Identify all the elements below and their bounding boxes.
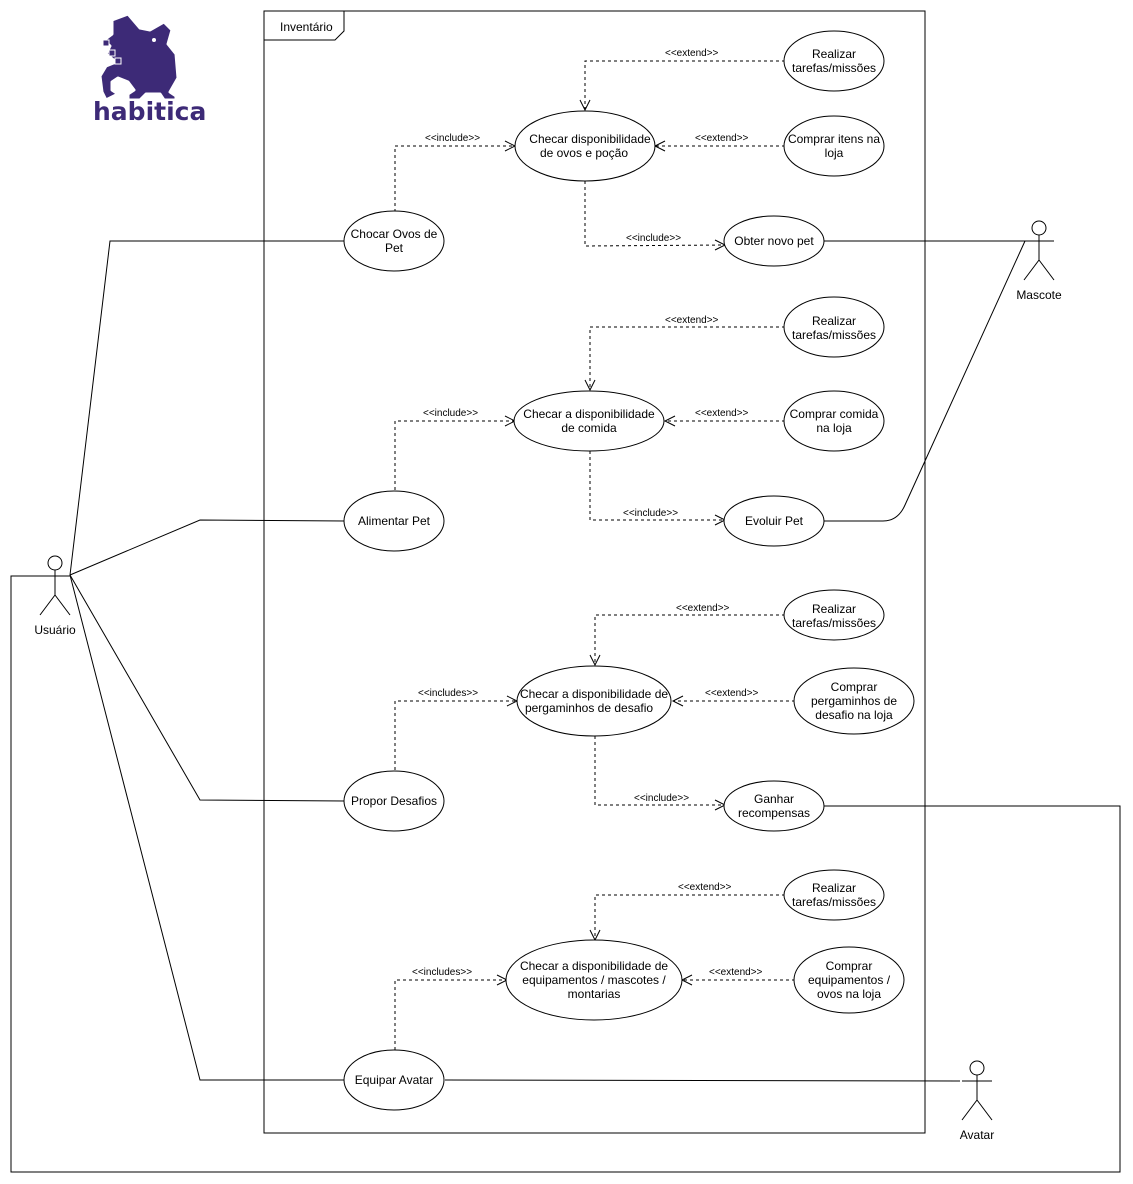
dep-extend-realizar3 bbox=[594, 614, 785, 665]
stereotype-label: <<extend>> bbox=[695, 133, 749, 144]
dep-extend-realizar2 bbox=[589, 326, 785, 390]
svg-text:Obter novo pet: Obter novo pet bbox=[734, 234, 814, 248]
dep-include-chocar-checar bbox=[394, 145, 515, 212]
stereotype-label: <<include>> bbox=[425, 133, 480, 144]
associations bbox=[10, 240, 1121, 1173]
system-boundary: Inventário bbox=[263, 10, 926, 1134]
actor-label: Usuário bbox=[34, 623, 76, 637]
frame-title: Inventário bbox=[280, 20, 333, 34]
dep-include-alimentar-checar bbox=[394, 420, 515, 490]
assoc-evoluir-mascote bbox=[824, 240, 1026, 522]
assoc-usuario-alimentar bbox=[69, 519, 346, 576]
assoc-usuario-chocar bbox=[69, 240, 345, 576]
stereotype-label: <<extend>> bbox=[665, 48, 719, 59]
actor-label: Avatar bbox=[960, 1128, 994, 1142]
svg-text:Alimentar Pet: Alimentar Pet bbox=[358, 514, 431, 528]
griffin-icon bbox=[98, 12, 180, 102]
stereotype-label: <<include>> bbox=[623, 508, 678, 519]
assoc-equipar-avatar bbox=[444, 1079, 961, 1082]
use-case-alimentar-pet[interactable]: Alimentar Pet bbox=[343, 490, 445, 552]
dependencies: <<include>> <<extend>> <<extend>> <<incl… bbox=[394, 48, 795, 1050]
svg-text:Evoluir Pet: Evoluir Pet bbox=[745, 514, 804, 528]
svg-text:Equipar Avatar: Equipar Avatar bbox=[355, 1073, 434, 1087]
stereotype-label: <<include>> bbox=[423, 408, 478, 419]
actor-label: Mascote bbox=[1016, 288, 1062, 302]
svg-text:Propor Desafios: Propor Desafios bbox=[351, 794, 437, 808]
stereotype-label: <<includes>> bbox=[418, 688, 478, 699]
assoc-usuario-propor bbox=[69, 574, 346, 802]
logo-wordmark: habitica bbox=[93, 97, 206, 126]
stereotype-label: <<extend>> bbox=[678, 882, 732, 893]
dep-include-evoluir-pet bbox=[589, 451, 725, 521]
stereotype-label: <<include>> bbox=[626, 233, 681, 244]
actor-mascote[interactable]: Mascote bbox=[1016, 220, 1062, 302]
stereotype-label: <<extend>> bbox=[665, 315, 719, 326]
dep-extend-realizar1 bbox=[584, 60, 785, 110]
dep-extend-realizar4 bbox=[594, 894, 785, 940]
stereotype-label: <<extend>> bbox=[705, 688, 759, 699]
use-case-evoluir-pet[interactable]: Evoluir Pet bbox=[723, 495, 825, 547]
assoc-recompensas-usuario bbox=[10, 575, 1121, 1173]
habitica-logo: habitica bbox=[91, 12, 209, 129]
use-case-propor-desafios[interactable]: Propor Desafios bbox=[343, 770, 445, 832]
actor-avatar[interactable]: Avatar bbox=[960, 1060, 994, 1142]
dep-includes-equipar-checar bbox=[394, 979, 507, 1050]
actor-usuario[interactable]: Usuário bbox=[34, 555, 76, 637]
dep-includes-propor-checar bbox=[394, 700, 517, 770]
stereotype-label: <<include>> bbox=[634, 793, 689, 804]
stereotype-label: <<extend>> bbox=[709, 967, 763, 978]
dep-include-ganhar-recompensas bbox=[594, 736, 725, 806]
use-case-obter-pet[interactable]: Obter novo pet bbox=[723, 215, 825, 267]
stereotype-label: <<includes>> bbox=[412, 967, 472, 978]
dep-include-obter-pet bbox=[584, 181, 726, 247]
assoc-usuario-equipar bbox=[69, 574, 345, 1081]
use-case-equipar-avatar[interactable]: Equipar Avatar bbox=[343, 1049, 445, 1111]
stereotype-label: <<extend>> bbox=[695, 408, 749, 419]
stereotype-label: <<extend>> bbox=[676, 603, 730, 614]
